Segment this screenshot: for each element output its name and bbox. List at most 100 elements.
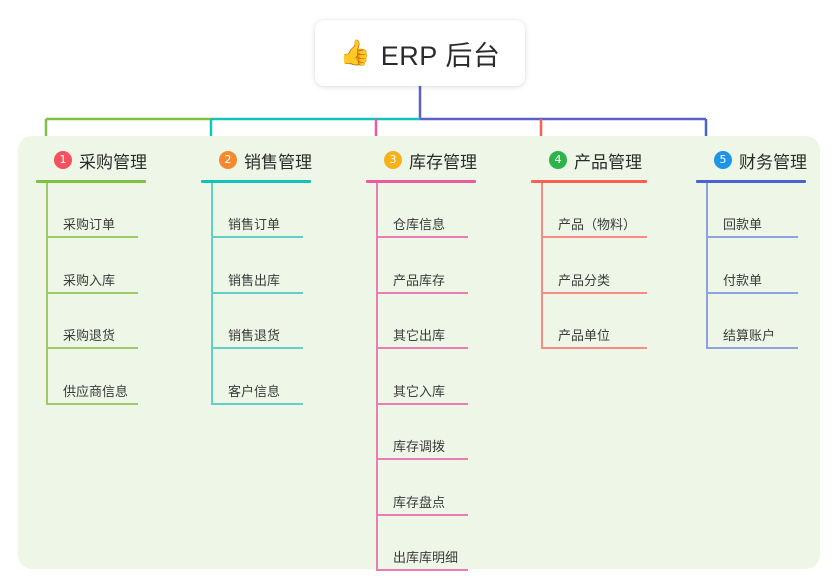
leaf-underline — [211, 291, 303, 294]
leaf-underline — [376, 402, 468, 405]
leaf-underline — [541, 236, 647, 238]
leaf-item[interactable]: 销售订单 — [211, 183, 303, 238]
leaf-underline — [706, 236, 798, 238]
leaf-item[interactable]: 产品分类 — [541, 239, 647, 294]
leaf-label: 回款单 — [723, 217, 763, 232]
leaf-underline — [376, 291, 468, 294]
leaf-label: 供应商信息 — [63, 383, 129, 399]
leaf-item[interactable]: 库存调拨 — [376, 405, 468, 460]
root-title: ERP 后台 — [380, 40, 501, 71]
leaf-underline — [211, 402, 303, 405]
branch-column-3: 3 库存管理仓库信息产品库存其它出库其它入库库存调拨库存盘点出库库明细 — [366, 146, 477, 572]
leaf-item[interactable]: 采购退货 — [46, 294, 138, 349]
leaf-label: 付款单 — [723, 272, 763, 288]
leaf-item[interactable]: 其它入库 — [376, 350, 468, 405]
branch-number-badge: 1 — [54, 151, 72, 169]
leaf-label: 结算账户 — [723, 328, 776, 343]
branch-spine — [211, 183, 213, 405]
thumbs-up-icon: 👍 — [339, 38, 371, 67]
branch-number-badge: 2 — [219, 151, 237, 169]
leaf-item[interactable]: 销售退货 — [211, 294, 303, 349]
branch-column-5: 5 财务管理回款单付款单结算账户 — [696, 146, 807, 350]
leaf-underline — [46, 236, 138, 238]
leaf-underline — [376, 569, 468, 571]
leaf-item[interactable]: 仓库信息 — [376, 183, 468, 238]
branch-underline — [366, 180, 476, 183]
leaf-label: 其它出库 — [393, 328, 446, 343]
branch-column-2: 2 销售管理销售订单销售出库销售退货客户信息 — [201, 146, 312, 405]
leaf-underline — [706, 347, 798, 349]
leaf-item[interactable]: 采购入库 — [46, 239, 138, 294]
leaf-underline — [211, 236, 303, 238]
leaf-item[interactable]: 出库库明细 — [376, 516, 468, 571]
leaf-item[interactable]: 产品单位 — [541, 294, 647, 349]
leaf-label: 产品（物料） — [558, 217, 637, 232]
leaf-underline — [376, 347, 468, 349]
leaf-underline — [46, 347, 138, 349]
leaf-underline — [376, 236, 468, 238]
branch-spine — [706, 183, 708, 349]
branch-number-badge: 5 — [714, 151, 732, 169]
branches-panel — [18, 136, 820, 569]
branch-spine — [376, 183, 378, 571]
branch-leaf-list: 回款单付款单结算账户 — [706, 183, 807, 350]
leaf-label: 采购入库 — [63, 272, 116, 288]
leaf-label: 销售退货 — [228, 328, 281, 343]
branch-title: 财务管理 — [739, 152, 807, 172]
leaf-item[interactable]: 采购订单 — [46, 183, 138, 238]
leaf-item[interactable]: 付款单 — [706, 239, 798, 294]
leaf-label: 客户信息 — [228, 383, 281, 399]
leaf-item[interactable]: 其它出库 — [376, 294, 468, 349]
leaf-underline — [376, 458, 468, 460]
branch-underline — [36, 180, 146, 183]
branch-spine — [541, 183, 543, 349]
leaf-label: 销售出库 — [228, 272, 281, 288]
branch-leaf-list: 采购订单采购入库采购退货供应商信息 — [46, 183, 147, 405]
leaf-label: 产品库存 — [393, 272, 446, 288]
branch-underline — [201, 180, 311, 183]
leaf-label: 采购退货 — [63, 328, 116, 343]
branch-leaf-list: 仓库信息产品库存其它出库其它入库库存调拨库存盘点出库库明细 — [376, 183, 477, 572]
branch-title: 销售管理 — [244, 152, 312, 172]
leaf-label: 销售订单 — [228, 217, 281, 232]
leaf-underline — [46, 291, 138, 294]
leaf-item[interactable]: 销售出库 — [211, 239, 303, 294]
leaf-label: 出库库明细 — [393, 550, 459, 565]
leaf-label: 产品分类 — [558, 272, 611, 288]
leaf-underline — [46, 402, 138, 405]
branch-spine — [46, 183, 48, 405]
leaf-item[interactable]: 库存盘点 — [376, 461, 468, 516]
branch-header-3[interactable]: 3 库存管理 — [366, 146, 477, 174]
branch-number-badge: 3 — [384, 151, 402, 169]
leaf-item[interactable]: 供应商信息 — [46, 350, 138, 405]
branch-underline — [696, 180, 806, 183]
leaf-label: 其它入库 — [393, 383, 446, 399]
branch-title: 库存管理 — [409, 152, 477, 172]
leaf-item[interactable]: 结算账户 — [706, 294, 798, 349]
leaf-label: 库存盘点 — [393, 494, 446, 510]
leaf-underline — [541, 291, 647, 294]
branch-header-2[interactable]: 2 销售管理 — [201, 146, 312, 174]
branch-title: 采购管理 — [79, 152, 147, 172]
leaf-underline — [211, 347, 303, 349]
leaf-underline — [706, 291, 798, 294]
branch-header-5[interactable]: 5 财务管理 — [696, 146, 807, 174]
branch-underline — [531, 180, 647, 183]
leaf-item[interactable]: 客户信息 — [211, 350, 303, 405]
root-node[interactable]: 👍 ERP 后台 — [315, 20, 525, 86]
leaf-label: 产品单位 — [558, 328, 611, 343]
leaf-label: 库存调拨 — [393, 439, 446, 454]
leaf-label: 仓库信息 — [393, 217, 446, 232]
leaf-item[interactable]: 产品库存 — [376, 239, 468, 294]
leaf-item[interactable]: 回款单 — [706, 183, 798, 238]
leaf-label: 采购订单 — [63, 217, 116, 232]
leaf-item[interactable]: 产品（物料） — [541, 183, 647, 238]
leaf-underline — [376, 513, 468, 516]
branch-leaf-list: 销售订单销售出库销售退货客户信息 — [211, 183, 312, 405]
branch-leaf-list: 产品（物料） 产品分类产品单位 — [541, 183, 647, 350]
branch-header-1[interactable]: 1 采购管理 — [36, 146, 147, 174]
branch-column-1: 1 采购管理采购订单采购入库采购退货供应商信息 — [36, 146, 147, 405]
